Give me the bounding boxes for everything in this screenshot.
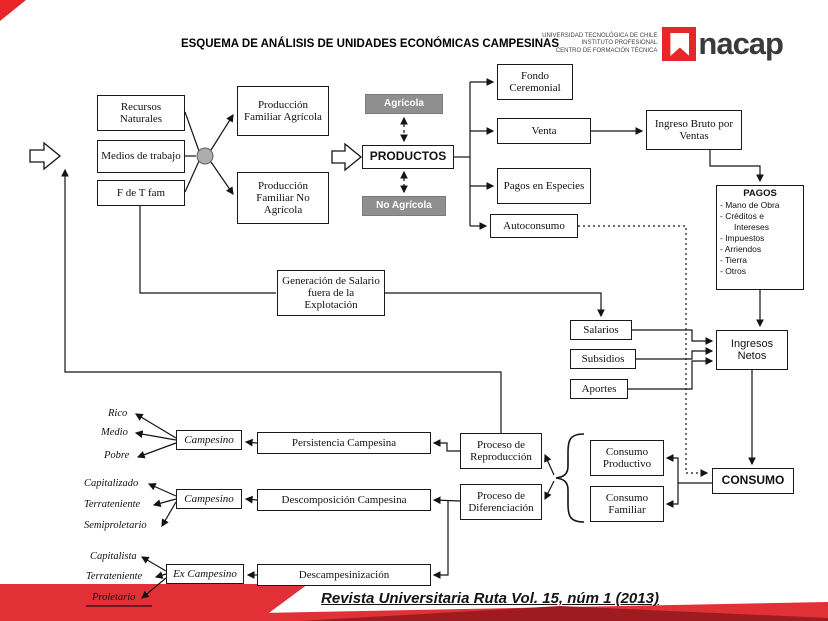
edge-campesino-medio — [134, 430, 177, 441]
footer-ribbon-dark-accent — [300, 606, 828, 621]
edge-descomposicion-campesino — [244, 495, 258, 504]
pagos-item: - Impuestos — [720, 233, 765, 244]
pagos-item: - Otros — [720, 266, 746, 277]
pagos-item: - Mano de Obra — [720, 200, 780, 210]
edge-junction-prod-no-agricola — [210, 161, 234, 195]
class-label-semiproletario: Semiproletario — [84, 520, 147, 531]
edge-campesino-terrateniente — [152, 498, 177, 508]
node-pagos-list: PAGOS - Mano de Obra - Créditos e Intere… — [716, 185, 804, 290]
edge-campesino-rico — [134, 413, 177, 439]
node-venta: Venta — [497, 118, 591, 144]
inacap-wordmark: nacap — [698, 26, 784, 61]
edge-ftfam-generacion — [139, 206, 276, 294]
pagos-item: - Tierra — [720, 255, 747, 266]
edge-junction-prod-agricola — [210, 114, 234, 151]
edge-ftfam-junction — [184, 160, 200, 193]
node-produccion-familiar-agricola: Producción Familiar Agrícola — [237, 86, 329, 136]
node-aportes: Aportes — [570, 379, 628, 399]
edge-autoconsumo-consumo-dotted — [578, 225, 709, 477]
curly-brace-icon — [555, 433, 585, 523]
class-label-capitalizado: Capitalizado — [84, 478, 139, 489]
edge-brace-proceso-reproduccion — [544, 453, 555, 476]
node-consumo-productivo: Consumo Productivo — [590, 440, 664, 476]
pagos-item: - Arriendos — [720, 244, 762, 255]
node-productos: PRODUCTOS — [362, 145, 454, 169]
edge-reproduccion-feedback — [61, 168, 502, 433]
node-medios-de-trabajo: Medios de trabajo — [97, 140, 185, 173]
node-proceso-de-reproduccion: Proceso de Reproducción — [460, 433, 542, 469]
edge-consumo-familiar — [665, 483, 679, 508]
institution-line: INSTITUTO PROFESIONAL — [581, 40, 658, 47]
edge-diferenciacion-descampesinizacion — [432, 501, 449, 579]
node-campesino-1: Campesino — [176, 430, 242, 450]
node-persistencia-campesina: Persistencia Campesina — [257, 432, 431, 454]
node-campesino-2: Campesino — [176, 489, 242, 509]
node-f-de-t-fam: F de T fam — [97, 180, 185, 206]
node-generacion-de-salario: Generación de Salario fuera de la Explot… — [277, 270, 385, 316]
pagos-item: - Créditos e — [720, 211, 764, 222]
edge-campesino-capitalizado — [147, 483, 177, 497]
node-ingreso-bruto-por-ventas: Ingreso Bruto por Ventas — [646, 110, 742, 150]
inacap-pennant-icon — [670, 33, 690, 56]
institution-text: UNIVERSIDAD TECNOLÓGICA DE CHILE INSTITU… — [542, 33, 657, 56]
edge-consumo-productivo — [665, 454, 712, 484]
edge-ingreso-bruto-pagos — [709, 150, 764, 183]
class-label-proletario: Proletario — [92, 592, 136, 603]
node-subsidios: Subsidios — [570, 349, 636, 369]
edge-recursos-junction — [184, 111, 200, 152]
node-no-agricola-tag: No Agrícola — [362, 196, 446, 216]
node-consumo-familiar: Consumo Familiar — [590, 486, 664, 522]
node-ingresos-netos: Ingresos Netos — [716, 330, 788, 370]
flow-input-arrow-icon — [29, 141, 62, 171]
class-label-terrateniente-2: Terrateniente — [86, 571, 143, 582]
node-descomposicion-campesina: Descomposición Campesina — [257, 489, 431, 511]
inacap-logo-icon — [662, 27, 697, 61]
edge-persistencia-campesino — [244, 438, 258, 447]
edge-campesino-semiproletario — [161, 501, 177, 528]
node-proceso-de-diferenciacion: Proceso de Diferenciación — [460, 484, 542, 520]
class-label-terrateniente-1: Terrateniente — [84, 499, 141, 510]
page-title: ESQUEMA DE ANÁLISIS DE UNIDADES ECONÓMIC… — [180, 38, 560, 50]
flow-products-arrow-icon — [331, 142, 363, 172]
footer-citation-link[interactable]: Revista Universitaria Ruta Vol. 15, núm … — [321, 590, 659, 607]
edge-reproduccion-persistencia — [432, 439, 460, 452]
inacap-logo: UNIVERSIDAD TECNOLÓGICA DE CHILE INSTITU… — [542, 26, 784, 62]
edge-campesino-pobre — [136, 442, 177, 459]
class-label-medio: Medio — [101, 427, 128, 438]
institution-line: CENTRO DE FORMACIÓN TÉCNICA — [555, 47, 658, 54]
node-salarios: Salarios — [570, 320, 632, 340]
edge-generacion-salarios — [385, 292, 605, 318]
edge-diferenciacion-descomposicion — [432, 496, 461, 505]
edge-excampesino-capitalista — [140, 556, 167, 572]
edges — [61, 78, 764, 607]
edge-excampesino-terrateniente — [154, 571, 167, 579]
corner-triangle-decoration — [0, 0, 26, 21]
node-fondo-ceremonial: Fondo Ceremonial — [497, 64, 573, 100]
node-ex-campesino: Ex Campesino — [166, 564, 244, 584]
edge-excampesino-proletario — [141, 577, 167, 599]
pagos-title: PAGOS — [743, 188, 777, 199]
node-autoconsumo: Autoconsumo — [490, 214, 578, 238]
node-agricola-tag: Agrícola — [365, 94, 443, 114]
node-pagos-en-especies: Pagos en Especies — [497, 168, 591, 204]
class-label-rico: Rico — [108, 408, 128, 419]
edge-subsidios-ingresos-netos — [636, 347, 714, 360]
edge-brace-proceso-diferenciacion — [544, 480, 555, 501]
node-recursos-naturales: Recursos Naturales — [97, 95, 185, 131]
edge-aportes-ingresos-netos — [628, 357, 714, 390]
node-descampesinizacion: Descampesinización — [257, 564, 431, 586]
edge-salarios-ingresos-netos — [632, 329, 714, 345]
institution-line: UNIVERSIDAD TECNOLÓGICA DE CHILE — [542, 32, 658, 39]
footer-ribbon-left-wedge — [0, 584, 308, 621]
class-label-capitalista: Capitalista — [90, 551, 137, 562]
junction-circle-icon — [196, 147, 214, 165]
node-consumo: CONSUMO — [712, 468, 794, 494]
node-produccion-familiar-no-agricola: Producción Familiar No Agrícola — [237, 172, 329, 224]
class-label-pobre: Pobre — [104, 450, 130, 461]
pagos-item: Intereses — [734, 222, 769, 233]
